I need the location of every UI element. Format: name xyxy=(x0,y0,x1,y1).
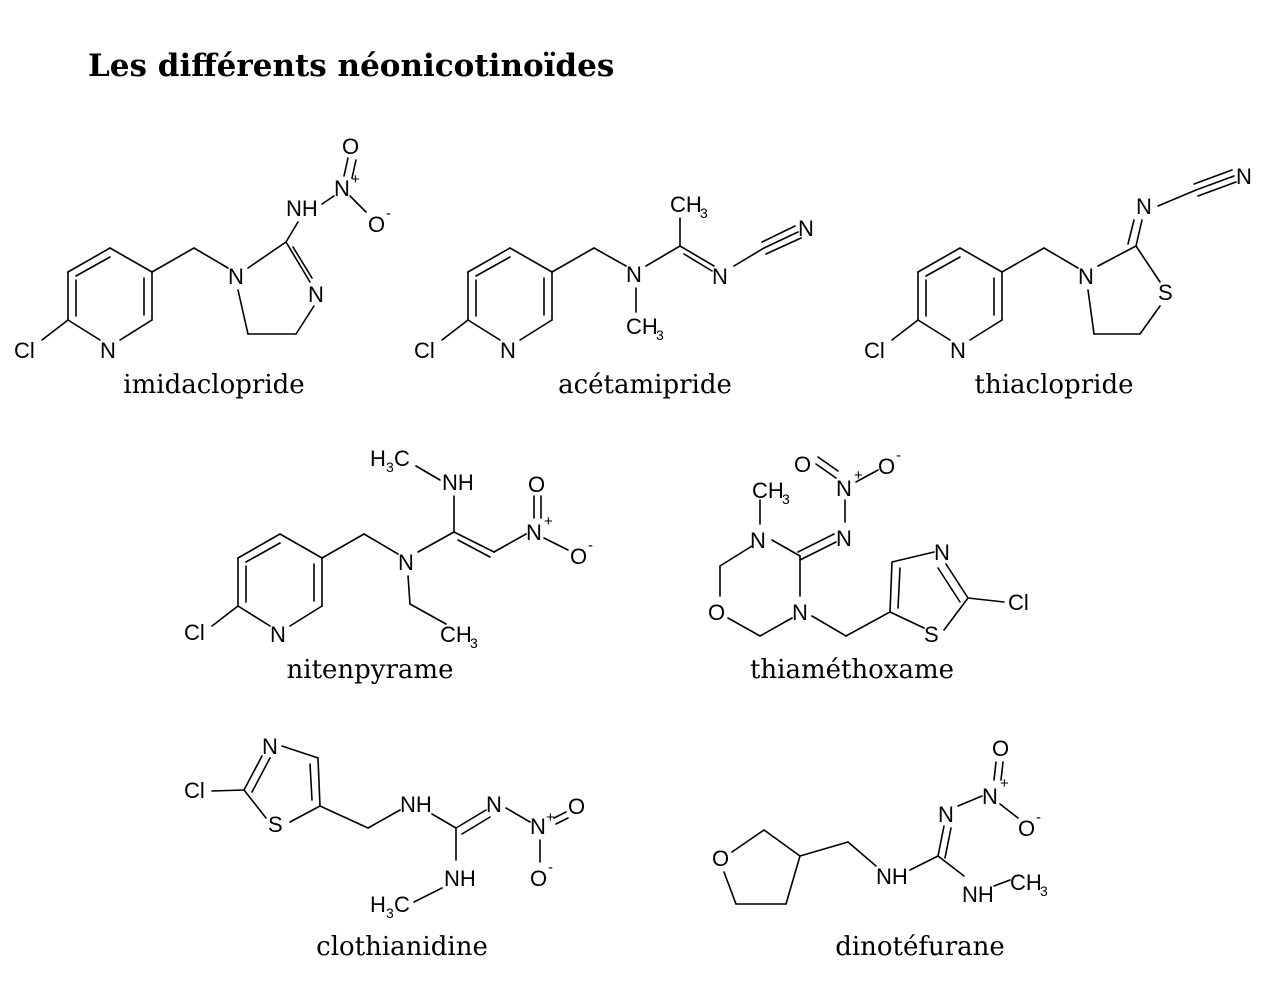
svg-text:NH: NH xyxy=(442,470,474,495)
svg-text:N: N xyxy=(308,282,324,307)
svg-text:O: O xyxy=(528,472,545,497)
svg-text:C: C xyxy=(394,892,410,917)
svg-text:Cl: Cl xyxy=(184,620,205,645)
svg-text:N: N xyxy=(938,802,954,827)
svg-text:S: S xyxy=(924,622,939,647)
compound-name-clothianidine: clothianidine xyxy=(316,932,488,962)
svg-text:3: 3 xyxy=(656,327,664,343)
svg-text:H: H xyxy=(370,892,386,917)
compound-name-imidaclopride: imidaclopride xyxy=(123,370,305,400)
svg-text:N: N xyxy=(934,540,950,565)
svg-text:Cl: Cl xyxy=(414,338,435,363)
svg-text:3: 3 xyxy=(1040,883,1048,899)
svg-text:N: N xyxy=(626,262,642,287)
svg-text:+: + xyxy=(546,809,555,826)
svg-text:+: + xyxy=(544,513,553,530)
structure-dinotefurane: O NH N N + O O - NH CH3 xyxy=(712,736,1048,907)
svg-text:CH: CH xyxy=(670,192,702,217)
svg-text:C: C xyxy=(394,446,410,471)
svg-text:N: N xyxy=(1136,194,1152,219)
svg-text:-: - xyxy=(386,205,391,222)
svg-text:N: N xyxy=(100,338,116,363)
svg-text:Cl: Cl xyxy=(184,778,205,803)
svg-text:3: 3 xyxy=(782,491,790,507)
svg-text:Cl: Cl xyxy=(14,338,35,363)
svg-text:N: N xyxy=(262,734,278,759)
svg-text:O: O xyxy=(1018,816,1035,841)
svg-text:O: O xyxy=(712,846,729,871)
compound-name-thiaclopride: thiaclopride xyxy=(974,370,1134,400)
svg-text:3: 3 xyxy=(386,905,394,921)
svg-text:-: - xyxy=(548,859,553,876)
svg-text:S: S xyxy=(268,812,283,837)
svg-text:3: 3 xyxy=(700,205,708,221)
svg-text:N: N xyxy=(982,784,998,809)
svg-text:-: - xyxy=(588,537,593,554)
svg-text:O: O xyxy=(992,736,1009,761)
svg-text:NH: NH xyxy=(400,792,432,817)
svg-text:+: + xyxy=(351,171,360,188)
svg-text:-: - xyxy=(896,447,901,464)
svg-text:O: O xyxy=(878,454,895,479)
structure-thiamethoxame: O N + O - N N CH3 O N N S Cl xyxy=(708,447,1029,647)
compound-name-thiamethoxame: thiaméthoxame xyxy=(749,655,955,685)
compound-name-acetamipride: acétamipride xyxy=(558,370,732,400)
compound-name-dinotefurane: dinotéfurane xyxy=(835,932,1005,962)
svg-text:CH: CH xyxy=(752,478,784,503)
svg-text:N: N xyxy=(950,338,966,363)
svg-text:O: O xyxy=(794,452,811,477)
svg-text:O: O xyxy=(342,134,359,159)
svg-text:N: N xyxy=(486,792,502,817)
svg-text:Cl: Cl xyxy=(1008,590,1029,615)
svg-text:CH: CH xyxy=(440,622,472,647)
svg-text:NH: NH xyxy=(962,882,994,907)
svg-text:CH: CH xyxy=(626,314,658,339)
svg-text:CH: CH xyxy=(1010,870,1042,895)
svg-text:N: N xyxy=(526,520,542,545)
structure-thiaclopride: Cl N N S N N xyxy=(864,164,1252,363)
svg-text:S: S xyxy=(1158,280,1173,305)
svg-text:NH: NH xyxy=(286,196,318,221)
svg-text:N: N xyxy=(792,600,808,625)
structure-imidaclopride: Cl N N N NH N + O O - xyxy=(14,134,391,363)
svg-text:O: O xyxy=(570,544,587,569)
svg-text:N: N xyxy=(712,264,728,289)
svg-text:+: + xyxy=(854,467,863,484)
svg-text:H: H xyxy=(370,446,386,471)
svg-text:N: N xyxy=(836,476,852,501)
svg-text:N: N xyxy=(750,528,766,553)
compound-name-nitenpyrame: nitenpyrame xyxy=(286,655,454,685)
svg-text:N: N xyxy=(798,216,814,241)
svg-text:N: N xyxy=(530,814,546,839)
svg-text:N: N xyxy=(398,550,414,575)
svg-text:+: + xyxy=(1000,775,1009,792)
svg-text:3: 3 xyxy=(386,459,394,475)
svg-text:-: - xyxy=(1036,809,1041,826)
structure-acetamipride: Cl N N CH3 N N CH3 xyxy=(414,192,814,363)
svg-text:N: N xyxy=(1078,264,1094,289)
svg-text:O: O xyxy=(368,212,385,237)
svg-text:O: O xyxy=(708,600,725,625)
svg-text:NH: NH xyxy=(876,864,908,889)
svg-text:N: N xyxy=(1236,164,1252,189)
svg-text:N: N xyxy=(270,622,286,647)
svg-text:O: O xyxy=(568,794,585,819)
page-title: Les différents néonicotinoïdes xyxy=(88,48,615,84)
svg-text:N: N xyxy=(500,338,516,363)
svg-text:NH: NH xyxy=(444,866,476,891)
svg-text:O: O xyxy=(530,866,547,891)
svg-text:N: N xyxy=(228,264,244,289)
svg-text:Cl: Cl xyxy=(864,338,885,363)
svg-text:3: 3 xyxy=(470,635,478,651)
svg-text:N: N xyxy=(836,526,852,551)
svg-text:N: N xyxy=(334,176,350,201)
